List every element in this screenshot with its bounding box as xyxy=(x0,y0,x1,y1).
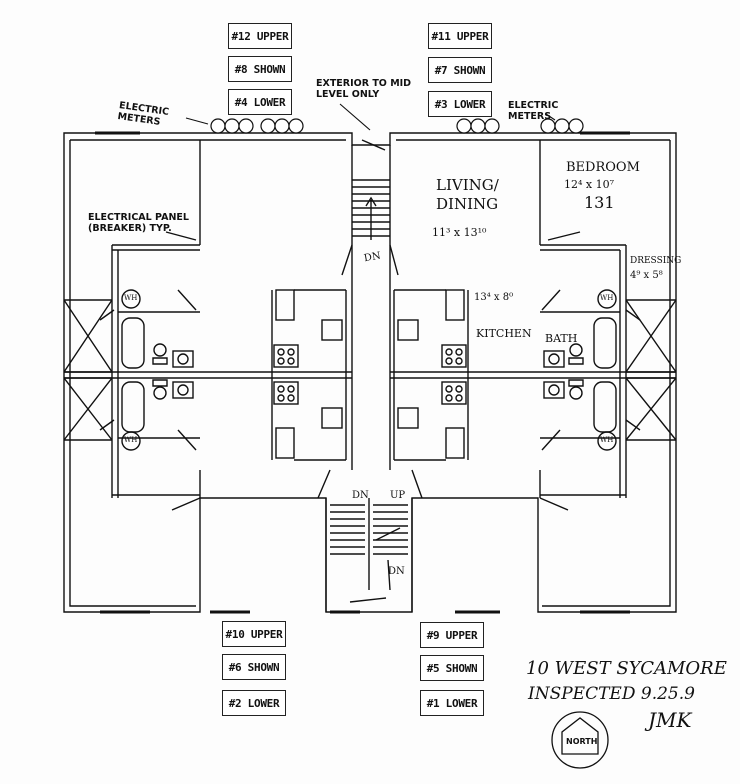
bedroom-label: BEDROOM xyxy=(566,160,640,175)
kitchen-label: KITCHEN xyxy=(476,327,532,340)
north-arrow-icon xyxy=(551,711,609,769)
stair-down-label: DN xyxy=(388,566,405,577)
electric-meters-label: ELECTRIC METERS xyxy=(508,100,559,122)
inspection-date: INSPECTED 9.25.9 xyxy=(528,684,695,704)
stair-up-label: UP xyxy=(390,490,406,501)
inspector-initials: JMK xyxy=(648,708,692,732)
unit-label: #8 SHOWN xyxy=(228,56,292,82)
living-dining-size: 11³ x 13¹⁰ xyxy=(432,226,487,239)
unit-label: #3 LOWER xyxy=(428,91,492,117)
unit-label: #2 LOWER xyxy=(222,690,286,716)
bedroom-number: 131 xyxy=(584,193,615,212)
lower-stair xyxy=(325,498,413,612)
kitchen-size: 13⁴ x 8⁰ xyxy=(474,292,514,303)
bath-label: BATH xyxy=(545,332,578,345)
address-label: 10 WEST SYCAMORE xyxy=(526,658,727,679)
unit-label: #10 UPPER xyxy=(222,621,286,647)
bedroom-size: 12⁴ x 10⁷ xyxy=(564,178,615,191)
exterior-note: EXTERIOR TO MID LEVEL ONLY xyxy=(316,78,412,100)
unit-label: #4 LOWER xyxy=(228,89,292,115)
unit-label: #11 UPPER xyxy=(428,23,492,49)
living-dining-label: LIVING/ DINING xyxy=(436,176,499,213)
kitchen-right xyxy=(393,289,469,461)
water-heater-label: WH xyxy=(600,294,614,302)
electrical-panel-label: ELECTRICAL PANEL (BREAKER) TYP. xyxy=(88,212,189,234)
upper-stair xyxy=(352,179,390,240)
water-heater-label: WH xyxy=(124,436,138,444)
unit-label: #9 UPPER xyxy=(420,622,484,648)
unit-label: #7 SHOWN xyxy=(428,57,492,83)
water-heater-label: WH xyxy=(124,294,138,302)
water-heater-label: WH xyxy=(600,436,614,444)
unit-label: #12 UPPER xyxy=(228,23,292,49)
stair-down-label: DN xyxy=(352,490,369,501)
dressing-label: DRESSING xyxy=(630,256,682,266)
kitchen-left xyxy=(271,289,347,461)
north-label: NORTH xyxy=(566,737,598,746)
stair-hall-wall xyxy=(351,145,391,470)
electric-meters-right xyxy=(456,118,584,134)
exterior-wall xyxy=(63,132,677,613)
unit-label: #1 LOWER xyxy=(420,690,484,716)
dressing-size: 4⁹ x 5⁸ xyxy=(630,270,663,281)
unit-label: #6 SHOWN xyxy=(222,654,286,680)
electric-meters-left xyxy=(210,118,304,134)
unit-label: #5 SHOWN xyxy=(420,655,484,681)
